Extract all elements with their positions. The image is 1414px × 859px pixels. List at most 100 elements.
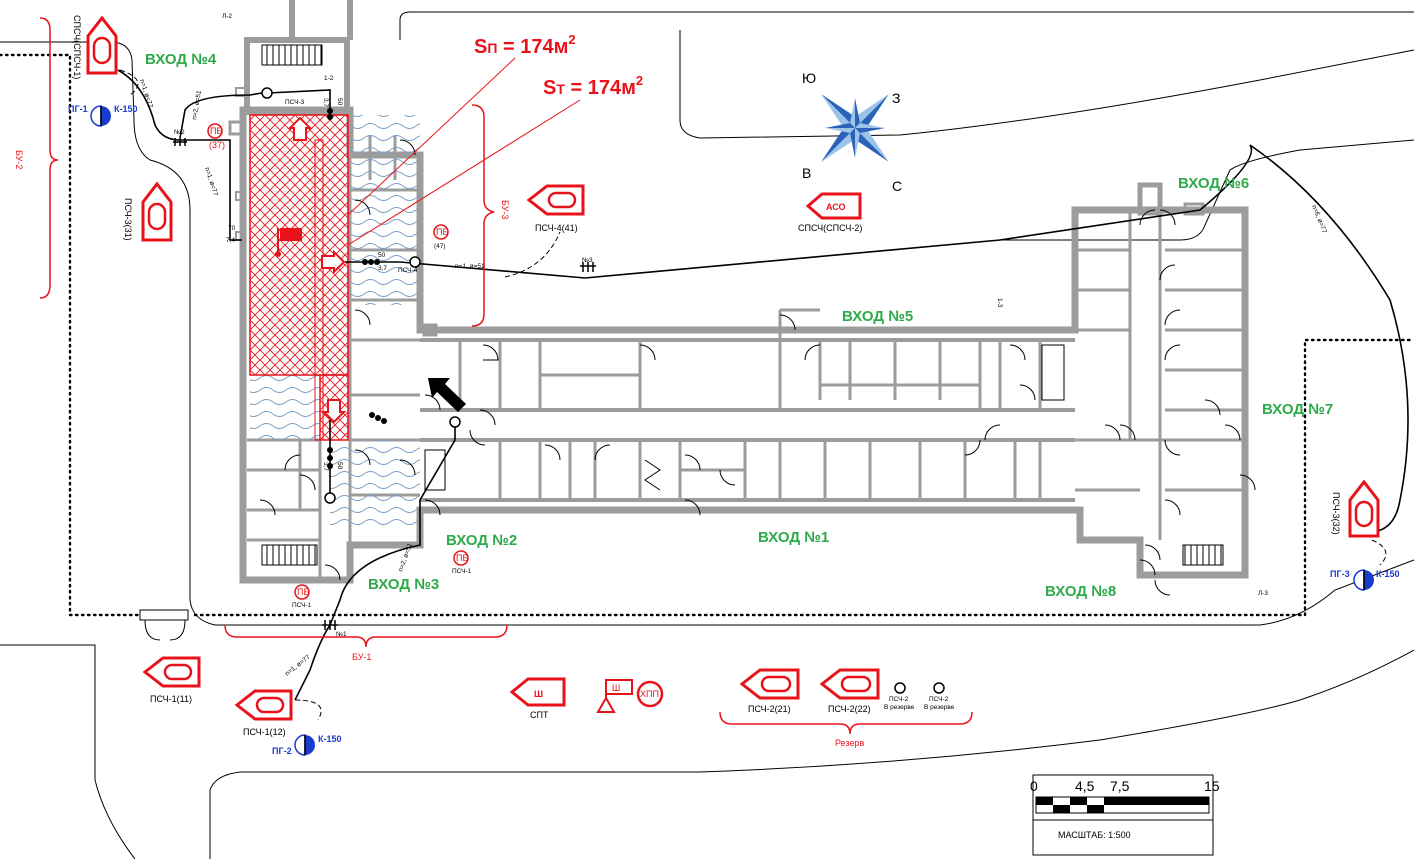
label-psch2-21: ПСЧ-2(21) <box>748 704 791 714</box>
label-bu2: БУ-2 <box>14 150 24 169</box>
scale-label: МАСШТАБ: 1:500 <box>1058 830 1131 840</box>
scale-tick-75: 7,5 <box>1110 778 1130 794</box>
scale-bar <box>1032 774 1214 856</box>
compass-label-v: В <box>802 165 811 181</box>
label-v74: 7,4 <box>226 237 235 244</box>
label-stair-b: 1-3 <box>996 298 1003 308</box>
hydrants <box>90 105 1374 756</box>
pb-labels: ПБ (37) ПБ (47) ПБ ПСЧ-1 ПБ ПСЧ-1 <box>209 126 472 609</box>
entrance-7: ВХОД №7 <box>1262 401 1333 418</box>
label-aso: АСО <box>826 202 846 212</box>
gate <box>139 609 189 641</box>
label-reserve-small-2: В резерве <box>924 704 955 711</box>
area-labels: SП = 174м2 SТ = 174м2 <box>474 32 643 99</box>
road-outlines <box>0 11 1414 859</box>
label-v70: 70 <box>228 225 236 232</box>
bu-labels: БУ-2 БУ-3 БУ-1 <box>14 150 510 662</box>
scale-tick-0: 0 <box>1030 778 1038 794</box>
hq-flag <box>596 679 664 713</box>
label-stair-l2: Л-2 <box>222 13 232 20</box>
black-arrow <box>428 378 466 412</box>
entrance-6: ВХОД №6 <box>1178 175 1249 192</box>
label-v37-b: 3,7 <box>322 98 329 107</box>
label-spch1: СПСЧ(СПСЧ-1) <box>72 15 82 79</box>
scale-tick-15: 15 <box>1204 778 1220 794</box>
label-psch4-41: ПСЧ-4(41) <box>535 223 578 233</box>
label-spch2: СПСЧ(СПСЧ-2) <box>798 223 862 233</box>
entrance-8: ВХОД №8 <box>1045 583 1116 600</box>
label-stair-a: 1-2 <box>324 75 334 82</box>
label-psch3-nozzle: ПСЧ-3 <box>285 99 305 106</box>
entrance-2: ВХОД №2 <box>446 532 517 549</box>
label-pg2: ПГ-2 <box>272 746 292 756</box>
entry-labels: ВХОД №4 ВХОД №5 ВХОД №6 ВХОД №7 ВХОД №1 … <box>145 51 1333 600</box>
entrance-4: ВХОД №4 <box>145 51 217 68</box>
label-pb-psch1: ПСЧ-1 <box>292 602 312 609</box>
hydrant-labels: ПГ-1 К-150 ПГ-2 К-150 ПГ-3 К-150 <box>68 104 1400 756</box>
label-k150-2: К-150 <box>318 734 342 744</box>
label-hose-c: n=1, ø=51 <box>455 263 485 270</box>
entrance-1: ВХОД №1 <box>758 529 829 546</box>
label-sh-truck: Ш <box>534 689 543 699</box>
label-n2: №2 <box>174 129 185 136</box>
compass-label-z: З <box>892 90 900 106</box>
scale-tick-45: 4,5 <box>1075 778 1095 794</box>
label-psch3-31: ПСЧ-3(31) <box>123 198 133 241</box>
label-pg1: ПГ-1 <box>68 104 88 114</box>
label-sh-flag: Ш <box>612 683 620 693</box>
label-psch2-r2: ПСЧ-2 <box>929 696 949 703</box>
label-pb47: (47) <box>434 243 446 250</box>
label-psch1-12: ПСЧ-1(12) <box>243 727 286 737</box>
label-n3: №3 <box>582 257 593 264</box>
label-pb-psch1-b: ПСЧ-1 <box>452 568 472 575</box>
label-psch3-32: ПСЧ-3(32) <box>1331 492 1341 535</box>
entrance-5: ВХОД №5 <box>842 308 913 325</box>
label-k150-3: К-150 <box>1376 569 1400 579</box>
label-spt: СПТ <box>530 710 549 720</box>
label-psch4-nozzle: ПСЧ-4 <box>398 267 418 274</box>
label-reserve: Резерв <box>835 738 864 748</box>
unit-labels: СПСЧ(СПСЧ-1) ПСЧ-3(31) ПСЧ-4(41) АСО СПС… <box>72 15 1341 748</box>
label-hose-d: n=6, ø=77 <box>1310 204 1328 234</box>
fire-trucks <box>86 15 1380 721</box>
fire-zone <box>249 114 349 441</box>
label-pb37: (37) <box>209 140 225 150</box>
bu-braces <box>39 17 973 735</box>
sp-area-label: SП = 174м2 <box>474 32 576 58</box>
st-area-label: SТ = 174м2 <box>543 73 643 99</box>
compass-labels: Ю З В С <box>802 70 902 194</box>
label-psch1-11: ПСЧ-1(11) <box>150 694 192 704</box>
compass-label-s: С <box>892 178 902 194</box>
label-psch2-r1: ПСЧ-2 <box>889 696 909 703</box>
label-hose-b: n=2, ø=51 <box>191 90 203 121</box>
label-v50: 50 <box>378 252 386 259</box>
label-pb-2: ПБ <box>436 227 448 237</box>
pb-markers <box>207 123 469 600</box>
label-stair-l3: Л-3 <box>1258 590 1268 597</box>
label-hose-e: n=1, ø=77 <box>203 166 219 197</box>
label-bu1: БУ-1 <box>352 652 371 662</box>
label-pb-1: ПБ <box>210 126 222 136</box>
label-v50-b: 50 <box>336 98 343 106</box>
label-n1: №1 <box>336 631 347 638</box>
label-pg3: ПГ-3 <box>1330 569 1350 579</box>
compass-label-yu: Ю <box>802 70 816 86</box>
red-arrows <box>287 116 347 424</box>
label-v37: 3,7 <box>378 265 387 272</box>
label-v50-c: 50 <box>336 462 343 470</box>
label-pb-4: ПБ <box>456 553 468 563</box>
compass-rose <box>821 94 889 162</box>
label-bu3: БУ-3 <box>500 200 510 219</box>
building <box>228 0 1256 596</box>
label-khp: ХПП <box>640 689 659 699</box>
label-k150-1: К-150 <box>114 104 138 114</box>
fence-dotted <box>0 53 1414 617</box>
label-psch2-22: ПСЧ-2(22) <box>828 704 871 714</box>
scale-labels: 0 4,5 7,5 15 МАСШТАБ: 1:500 <box>1030 778 1220 840</box>
branch-connectors <box>173 138 596 630</box>
label-hose-a: n=1, ø=77 <box>138 78 154 109</box>
fire-source-flag <box>275 228 302 257</box>
label-pb-3: ПБ <box>297 587 309 597</box>
entrance-3: ВХОД №3 <box>368 576 439 593</box>
